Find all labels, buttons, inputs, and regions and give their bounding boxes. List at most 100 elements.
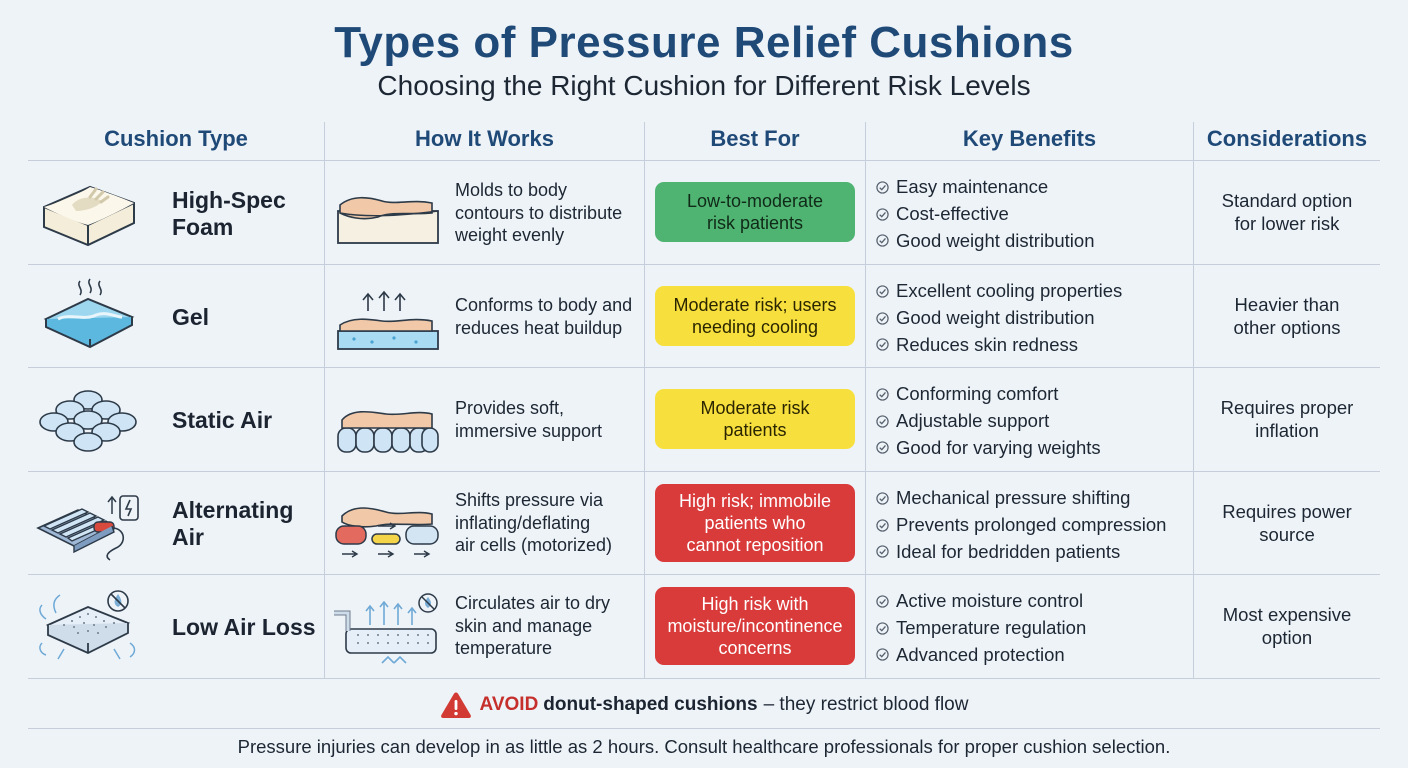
table-row-high-spec-foam: High-Spec Foam Molds to body contours to…: [28, 161, 1380, 264]
check-icon: [876, 415, 889, 428]
how-it-works-line: Molds to body: [455, 180, 568, 200]
page-title: Types of Pressure Relief Cushions: [334, 18, 1074, 67]
warning-triangle-icon: [440, 692, 471, 718]
how-it-works-text: Circulates air to dry skin and manage te…: [455, 592, 655, 660]
benefits-list: Active moisture control Temperature regu…: [876, 588, 1194, 668]
benefit-item: Mechanical pressure shifting: [876, 485, 1194, 512]
row-divider: [28, 574, 1380, 575]
considerations-line: Heavier than: [1234, 294, 1340, 315]
cushion-type-name-line: Foam: [172, 214, 234, 240]
benefit-item: Conforming comfort: [876, 381, 1194, 408]
check-icon: [876, 234, 889, 247]
benefit-text: Good weight distribution: [896, 307, 1095, 329]
benefit-item: Easy maintenance: [876, 174, 1194, 201]
benefit-text: Conforming comfort: [896, 383, 1059, 405]
footer-note: Pressure injuries can develop in as litt…: [237, 736, 1171, 757]
benefit-item: Reduces skin redness: [876, 331, 1194, 358]
airflow-mattress-icon: [334, 593, 438, 664]
how-it-works-text: Shifts pressure via inflating/deflating …: [455, 489, 655, 557]
body-on-foam-icon: [337, 196, 439, 244]
considerations-text: Heavier than other options: [1194, 294, 1380, 339]
row-divider: [28, 678, 1380, 679]
benefit-item: Cost-effective: [876, 201, 1194, 228]
cushion-type-name: Low Air Loss: [172, 614, 322, 641]
check-icon: [876, 441, 889, 454]
check-icon: [876, 519, 889, 532]
benefit-text: Advanced protection: [896, 643, 1065, 665]
air-cell-cushion-icon: [39, 390, 137, 452]
table-row-alternating-air: Alternating Air Shifts pressure via infl…: [28, 472, 1380, 575]
cushion-type-name-line: Static Air: [172, 407, 273, 433]
considerations-line: other options: [1233, 316, 1341, 338]
row-divider: [28, 471, 1380, 472]
check-icon: [876, 595, 889, 608]
table-row-low-air-loss: Low Air Loss Circulates air to dry skin …: [28, 575, 1380, 678]
benefit-item: Good for varying weights: [876, 434, 1194, 461]
column-header-considerations: Considerations: [1206, 126, 1368, 151]
considerations-line: Standard option: [1221, 190, 1353, 211]
how-it-works-line: inflating/deflating: [455, 512, 591, 533]
how-it-works-line: Circulates air to dry: [455, 593, 611, 613]
avoid-warning: AVOID donut-shaped cushions – they restr…: [0, 690, 1408, 720]
benefit-text: Good for varying weights: [896, 436, 1101, 458]
column-header-key-benefits: Key Benefits: [962, 126, 1097, 151]
how-it-works-line: contours to distribute: [455, 202, 623, 223]
badge-line: cannot reposition: [686, 535, 824, 555]
considerations-line: Most expensive: [1222, 604, 1352, 625]
gel-cushion-icon: [43, 278, 135, 349]
alternating-cells-icon: [335, 507, 439, 558]
risk-level-badge: Moderate risk patients: [655, 389, 855, 449]
how-it-works-line: reduces heat buildup: [455, 317, 623, 338]
benefit-text: Active moisture control: [896, 590, 1084, 612]
check-icon: [876, 622, 889, 635]
how-it-works-line: Conforms to body and: [455, 295, 633, 315]
column-header-cushion-type: Cushion Type: [104, 126, 248, 151]
benefit-text: Temperature regulation: [896, 617, 1087, 639]
cushion-type-name-line: Gel: [172, 304, 210, 330]
benefit-item: Adjustable support: [876, 408, 1194, 435]
alternating-air-pump-icon: [36, 495, 139, 561]
badge-line: Low-to-moderate: [686, 191, 824, 211]
badge-line: Moderate risk: [700, 398, 810, 418]
table-row-static-air: Static Air Provides soft, immersive supp…: [28, 368, 1380, 471]
check-icon: [876, 545, 889, 558]
benefits-list: Easy maintenance Cost-effective Good wei…: [876, 174, 1194, 254]
benefit-text: Mechanical pressure shifting: [896, 487, 1131, 509]
considerations-text: Standard option for lower risk: [1194, 190, 1380, 235]
benefit-item: Prevents prolonged compression: [876, 512, 1194, 539]
badge-line: risk patients: [706, 213, 804, 233]
cushion-type-name: Alternating Air: [172, 497, 322, 551]
row-divider: [28, 264, 1380, 265]
cushion-type-name-line: Air: [172, 524, 204, 550]
considerations-line: for lower risk: [1234, 212, 1340, 234]
body-on-air-cells-icon: [337, 410, 439, 453]
badge-line: moisture/incontinence: [667, 616, 843, 636]
check-icon: [876, 338, 889, 351]
benefit-text: Good weight distribution: [896, 229, 1095, 251]
badge-line: Moderate risk; users: [673, 295, 837, 315]
badge-line: High risk with: [701, 594, 809, 614]
check-icon: [876, 181, 889, 194]
how-it-works-line: immersive support: [455, 420, 603, 441]
check-icon: [876, 285, 889, 298]
benefit-item: Excellent cooling properties: [876, 278, 1194, 305]
how-it-works-line: air cells (motorized): [455, 535, 613, 555]
cushion-type-name: Static Air: [172, 407, 322, 434]
how-it-works-line: temperature: [455, 638, 553, 658]
how-it-works-text: Molds to body contours to distribute wei…: [455, 179, 655, 247]
cushion-type-name-line: High-Spec: [172, 187, 286, 213]
foam-cushion-icon: [43, 185, 135, 247]
check-icon: [876, 312, 889, 325]
body-on-gel-icon: [337, 290, 439, 350]
cushion-type-name-line: Low Air Loss: [172, 614, 316, 640]
row-divider: [28, 160, 1380, 161]
benefit-item: Good weight distribution: [876, 227, 1194, 254]
considerations-text: Most expensive option: [1194, 604, 1380, 649]
benefit-item: Active moisture control: [876, 588, 1194, 615]
risk-level-badge: Moderate risk; users needing cooling: [655, 286, 855, 346]
page-subtitle: Choosing the Right Cushion for Different…: [377, 70, 1031, 101]
how-it-works-line: Provides soft,: [455, 398, 565, 418]
how-it-works-text: Conforms to body and reduces heat buildu…: [455, 294, 655, 339]
table-header: Cushion Type How It Works Best For Key B…: [28, 122, 1380, 160]
